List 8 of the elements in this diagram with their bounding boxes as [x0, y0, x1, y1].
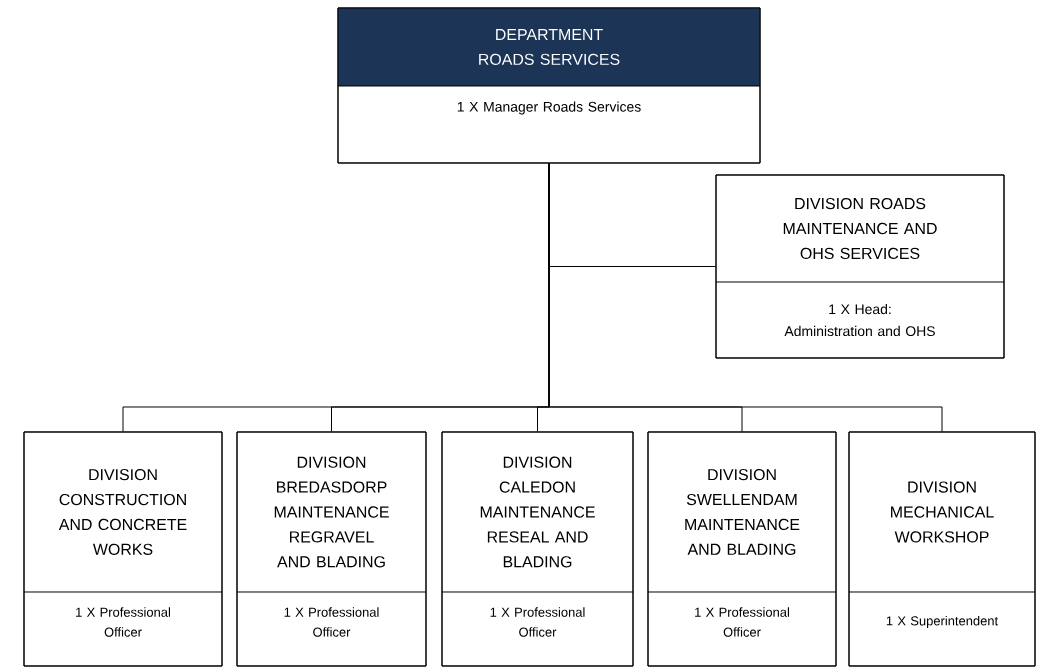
org-box: DIVISION SWELLENDAM MAINTENANCE AND BLADING 1 X Professional Officer [647, 431, 837, 667]
org-box: DIVISION CALEDON MAINTENANCE RESEAL AND BLADING 1 X Professional Officer [441, 431, 634, 667]
org-box: DIVISION ROADS MAINTENANCE AND OHS SERVICES 1 X Head: Administration and OHS [715, 174, 1005, 359]
org-box: DIVISION BREDASDORP MAINTENANCE REGRAVEL AND BLADING 1 X Professional Officer [236, 431, 427, 667]
org-box: DEPARTMENT ROADS SERVICES 1 X Manager Roads Services [337, 7, 761, 164]
connector-line [548, 163, 943, 432]
org-box: DIVISION CONSTRUCTION AND CONCRETE WORKS 1 X Professional Officer [23, 431, 223, 667]
org-box: DIVISION MECHANICAL WORKSHOP 1 X Superintendent [848, 431, 1036, 667]
